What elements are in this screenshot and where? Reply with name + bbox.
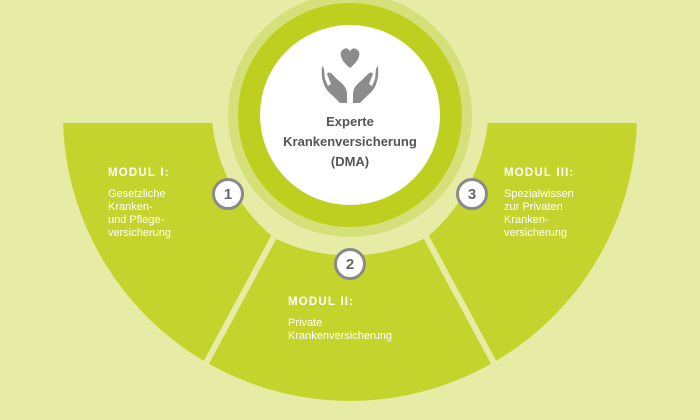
module-1-number-badge: 1 bbox=[212, 178, 244, 210]
segment-modul-2 bbox=[202, 232, 498, 407]
module-2-title: MODUL II: bbox=[288, 296, 355, 308]
module-2-text: MODUL II: Private Krankenversicherung bbox=[288, 296, 438, 343]
module-1-description: Gesetzliche Kranken- und Pflege- versich… bbox=[108, 188, 171, 239]
module-3-number-badge: 3 bbox=[456, 178, 488, 210]
hands-heart-icon bbox=[321, 48, 379, 103]
module-3-title: MODUL III: bbox=[504, 167, 575, 179]
center-title: Experte Krankenversicherung (DMA) bbox=[283, 114, 417, 169]
module-2-description: Private Krankenversicherung bbox=[288, 317, 392, 342]
module-1-text: MODUL I: Gesetzliche Kranken- und Pflege… bbox=[108, 167, 218, 240]
module-3-text: MODUL III: Spezialwissen zur Privaten Kr… bbox=[504, 167, 614, 240]
hub-circle bbox=[260, 25, 440, 205]
module-1-title: MODUL I: bbox=[108, 167, 170, 179]
module-3-description: Spezialwissen zur Privaten Kranken- vers… bbox=[504, 188, 574, 239]
module-2-number-badge: 2 bbox=[334, 248, 366, 280]
